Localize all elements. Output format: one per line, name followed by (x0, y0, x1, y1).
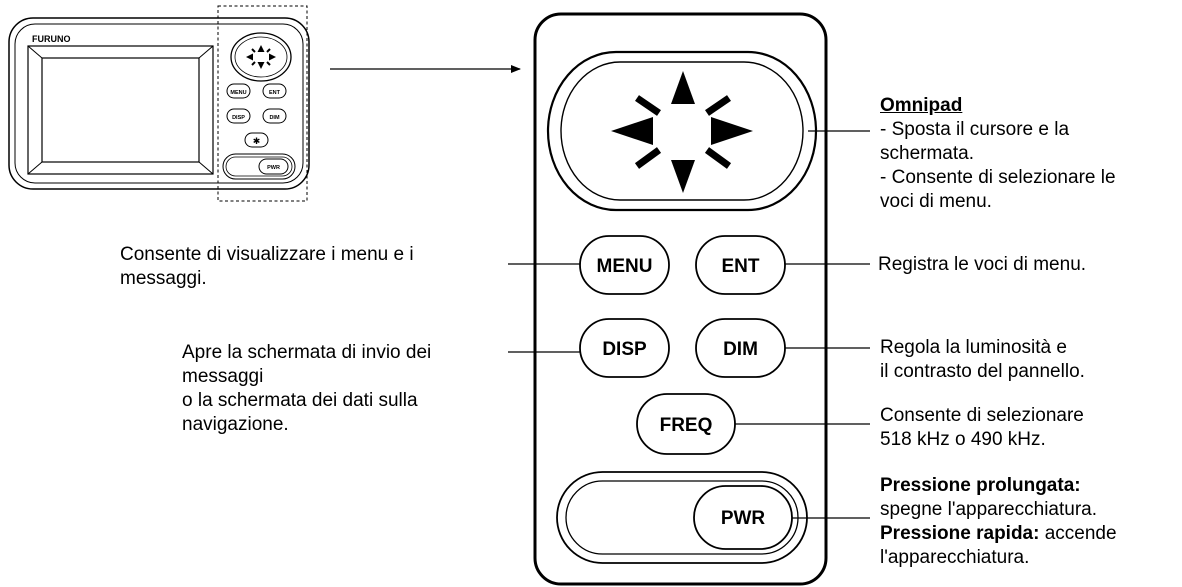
svg-text:FREQ: FREQ (660, 415, 713, 436)
dim-callout-line-2: il contrasto del pannello. (880, 361, 1085, 382)
disp-callout-line-1: Apre la schermata di invio dei (182, 342, 432, 363)
pwr-long-press-label: Pressione prolungata: (880, 475, 1081, 496)
pwr-short-press-text: accende (1044, 523, 1117, 544)
dim-callout-line-1: Regola la luminosità e (880, 337, 1067, 358)
omnipad-callout-title: Omnipad (880, 95, 963, 116)
unit-inner-bezel (14, 23, 304, 184)
pwr-button[interactable]: PWR (556, 471, 808, 564)
asterisk-icon: ✱ (253, 137, 261, 147)
svg-text:DISP: DISP (232, 115, 245, 121)
mini-omnipad (230, 32, 292, 82)
keypad-selection-box (217, 5, 308, 202)
unit-display (27, 45, 214, 175)
svg-text:DIM: DIM (269, 115, 280, 121)
svg-text:MENU: MENU (597, 256, 653, 277)
ent-button[interactable]: ENT (695, 235, 786, 295)
pwr-callout-long-text: spegne l'apparecchiatura. (880, 499, 1097, 520)
mini-menu-button: MENU (226, 83, 251, 99)
disp-callout-line-4: navigazione. (182, 414, 289, 435)
svg-text:ENT: ENT (722, 256, 760, 277)
omnipad-callout-line-2: schermata. (880, 143, 974, 164)
furuno-logo: FURUNO (32, 34, 71, 44)
arrow-down-right-icon (704, 147, 732, 169)
menu-button[interactable]: MENU (579, 235, 670, 295)
leader-lines (508, 130, 870, 519)
dim-button[interactable]: DIM (695, 318, 786, 378)
freq-button[interactable]: FREQ (636, 393, 736, 455)
disp-callout-line-3: o la schermata dei dati sulla (182, 390, 418, 411)
svg-text:MENU: MENU (230, 90, 246, 96)
arrow-down-left-icon (634, 147, 662, 169)
menu-callout-line-1: Consente di visualizzare i menu e i (120, 244, 414, 265)
arrow-up-right-icon (705, 95, 731, 116)
omnipad-callout-line-1: - Sposta il cursore e la (880, 119, 1070, 140)
mini-disp-button: DISP (226, 108, 251, 124)
mini-dim-button: DIM (262, 108, 287, 124)
freq-callout-line-2: 518 kHz o 490 kHz. (880, 429, 1046, 450)
arrow-up-left-icon (635, 95, 661, 116)
enlarged-keypad: MENU ENT DISP DIM FREQ PWR (533, 12, 828, 586)
arrow-left-icon (611, 117, 653, 145)
omnipad-callout-line-3: - Consente di selezionare le (880, 167, 1116, 188)
omnipad[interactable] (546, 50, 818, 212)
arrow-right-icon (711, 117, 753, 145)
pwr-callout-long: Pressione prolungata: (880, 474, 1081, 497)
svg-text:PWR: PWR (267, 165, 280, 171)
arrow-up-icon (671, 71, 695, 104)
pwr-callout-short: Pressione rapida: accende (880, 522, 1117, 545)
ent-callout: Registra le voci di menu. (878, 254, 1087, 275)
omnipad-callout-line-4: voci di menu. (880, 191, 992, 212)
svg-text:DISP: DISP (602, 339, 647, 360)
disp-button[interactable]: DISP (579, 318, 670, 378)
mini-freq-button: ✱ (244, 132, 269, 148)
svg-text:ENT: ENT (269, 90, 281, 96)
freq-callout-line-1: Consente di selezionare (880, 405, 1084, 426)
menu-callout-line-2: messaggi. (120, 268, 207, 289)
pwr-short-press-label: Pressione rapida: (880, 523, 1040, 544)
disp-callout-line-2: messaggi (182, 366, 264, 387)
mini-ent-button: ENT (262, 83, 287, 99)
pwr-callout-short-text-2: l'apparecchiatura. (880, 547, 1030, 568)
unit-overview: FURUNO MENU (8, 5, 310, 202)
mini-pwr-button: PWR (222, 153, 296, 180)
svg-text:DIM: DIM (723, 339, 758, 360)
arrow-down-icon (671, 160, 695, 193)
svg-text:PWR: PWR (721, 508, 766, 529)
